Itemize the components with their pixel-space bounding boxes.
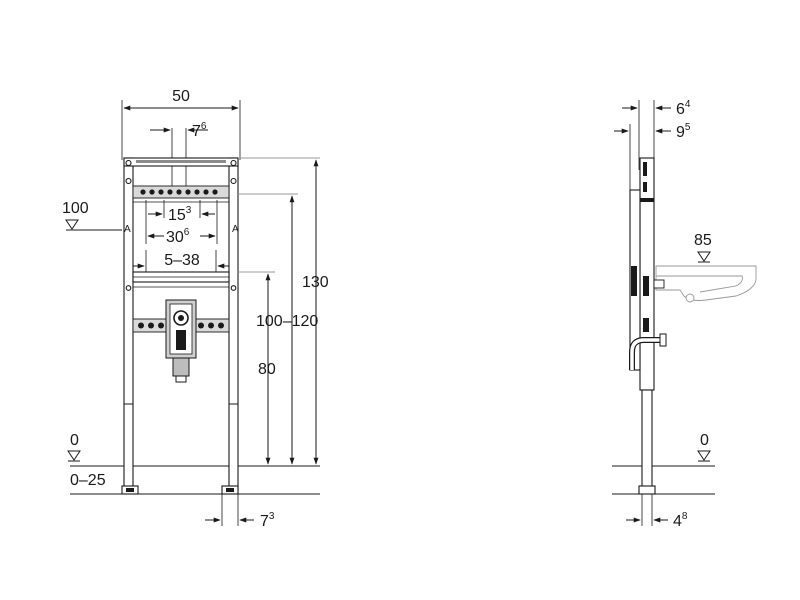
height-a-label: 80 bbox=[258, 361, 276, 378]
spacing-a-label: 153 bbox=[168, 205, 192, 224]
offset-a-label: 76 bbox=[192, 121, 207, 140]
level-floor-label: 0 bbox=[70, 432, 79, 449]
depth-b-label: 95 bbox=[676, 122, 691, 141]
foot-depth-label: 48 bbox=[673, 511, 688, 530]
svg-text:A: A bbox=[232, 224, 239, 235]
side-level-floor-label: 0 bbox=[700, 432, 709, 449]
range-a-label: 5–38 bbox=[164, 252, 200, 269]
frame-right-post bbox=[228, 157, 239, 491]
bracket-unit bbox=[165, 299, 197, 383]
front-view: 50 76 bbox=[62, 88, 329, 530]
width-label: 50 bbox=[172, 88, 190, 105]
range-b-label: 100–120 bbox=[256, 313, 318, 330]
side-frame-post bbox=[639, 157, 655, 391]
frame-left-post bbox=[123, 157, 134, 491]
side-lower-leg bbox=[641, 389, 653, 491]
level-floor-range-label: 0–25 bbox=[70, 472, 106, 489]
spacing-b-label: 306 bbox=[166, 227, 190, 246]
basin-level-label: 85 bbox=[694, 232, 712, 249]
depth-a-label: 64 bbox=[676, 99, 691, 118]
svg-text:A: A bbox=[124, 224, 131, 235]
side-foot bbox=[638, 485, 656, 495]
total-height-label: 130 bbox=[302, 274, 329, 291]
level-top-label: 100 bbox=[62, 200, 89, 217]
side-view: 64 95 85 0 bbox=[612, 99, 757, 530]
basin-outline bbox=[655, 265, 757, 301]
foot-offset-label: 73 bbox=[260, 511, 275, 530]
